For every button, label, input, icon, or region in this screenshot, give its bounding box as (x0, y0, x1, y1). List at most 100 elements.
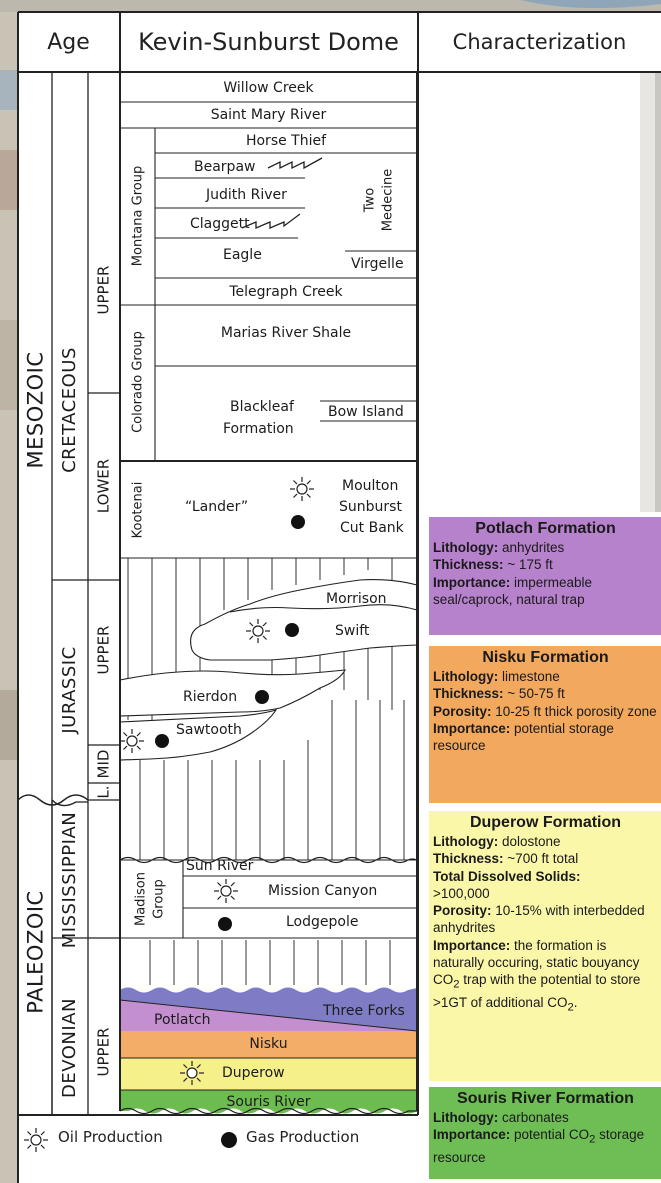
rierdon-lens (119, 669, 346, 717)
characterization-column-header: Characterization (452, 30, 627, 54)
duperow-band (120, 1058, 417, 1090)
legend-oil-label: Oil Production (58, 1128, 163, 1146)
potlach-importance-value: impermeable seal/caprock, natural trap (433, 574, 593, 607)
duperow-porosity-label: Porosity: (433, 903, 492, 919)
filled-circle-gas-icon (221, 1132, 237, 1148)
duperow-importance-value-c: . (573, 995, 578, 1011)
unit-nisku: Nisku (249, 1036, 288, 1052)
duperow-lithology-label: Lithology: (433, 834, 499, 849)
duperow-formation-card: Duperow Formation Lithology: dolostone T… (429, 811, 661, 1081)
potlach-formation-card: Potlach Formation Lithology: anhydrites … (429, 517, 661, 635)
unit-souris-river: Souris River (226, 1094, 311, 1110)
unit-moulton: Moulton (342, 478, 399, 494)
period-jurassic: JURASSIC (59, 646, 80, 734)
unit-cut-bank: Cut Bank (340, 520, 404, 536)
nisku-formation-card: Nisku Formation Lithology: limestone Thi… (429, 646, 661, 803)
epoch-lower-jurassic: L. (94, 785, 113, 799)
unit-rierdon: Rierdon (183, 689, 238, 705)
nisku-thickness-value: ~ 50-75 ft (507, 686, 565, 702)
group-madison-line1: Madison (133, 871, 149, 927)
two-medicine-line1: Two (362, 187, 378, 213)
duperow-importance-value-a: the formation is naturally occuring, sta… (433, 937, 640, 988)
two-medicine-line2: Medecine (380, 168, 396, 232)
group-kootenai: Kootenai (130, 481, 146, 539)
epoch-upper-cretaceous: UPPER (94, 265, 113, 315)
unit-saint-mary-river: Saint Mary River (210, 107, 327, 123)
sun-oil-icon (24, 1128, 48, 1152)
duperow-importance-subscript: 2 (453, 979, 460, 992)
nisku-lithology-label: Lithology: (433, 669, 499, 684)
nisku-thickness-label: Thickness: (433, 686, 504, 702)
sawtooth-lens (119, 709, 278, 761)
period-cretaceous: CRETACEOUS (59, 347, 80, 473)
souris-card-title: Souris River Formation (457, 1090, 634, 1107)
oil-symbol-sawtooth (120, 729, 144, 753)
potlach-thickness-label: Thickness: (433, 557, 504, 573)
duperow-tds-label: Total Dissolved Solids: (433, 868, 581, 884)
period-devonian: DEVONIAN (59, 998, 80, 1098)
gas-symbol-sawtooth (155, 734, 169, 748)
unit-judith-river: Judith River (206, 187, 287, 203)
unit-horse-thief: Horse Thief (245, 133, 327, 149)
nisku-porosity-label: Porosity: (433, 703, 492, 719)
duperow-thickness-value: ~700 ft total (507, 851, 579, 867)
unit-blackleaf-line1: Blackleaf (230, 399, 294, 415)
nisku-importance-value: potential storage resource (433, 720, 614, 754)
unit-bearpaw: Bearpaw (194, 159, 256, 175)
potlach-lithology-label: Lithology: (433, 540, 499, 555)
duperow-importance-subscript-2: 2 (567, 1002, 574, 1015)
unit-morrison: Morrison (326, 591, 387, 607)
souris-lithology-value: carbonates (502, 1110, 569, 1125)
legend-gas-label: Gas Production (246, 1128, 360, 1146)
unit-three-forks: Three Forks (323, 1003, 405, 1019)
duperow-card-title: Duperow Formation (469, 814, 622, 831)
duperow-tds-value: >100,000 (433, 885, 490, 901)
gas-symbol-rierdon (255, 690, 269, 704)
oil-symbol-mission-canyon (214, 879, 238, 903)
gas-symbol-lander (291, 515, 305, 529)
duperow-importance-label: Importance: (433, 937, 511, 953)
epoch-upper-devonian: UPPER (94, 1027, 113, 1077)
souris-importance-label: Importance: (433, 1127, 511, 1143)
unit-lander: “Lander” (185, 499, 249, 515)
potlach-lithology-value: anhydrites (502, 540, 565, 555)
unit-marias-river-shale: Marias River Shale (220, 325, 352, 341)
unit-sawtooth: Sawtooth (176, 722, 242, 738)
unit-duperow: Duperow (222, 1065, 285, 1081)
duperow-thickness-label: Thickness: (433, 851, 504, 867)
epoch-mid-jurassic: MID (94, 749, 113, 779)
souris-importance-subscript: 2 (589, 1133, 596, 1146)
oil-symbol-lander (290, 477, 314, 501)
unit-sunburst: Sunburst (339, 499, 402, 515)
three-forks-band (120, 987, 417, 1031)
unit-willow-creek: Willow Creek (223, 80, 314, 96)
epoch-upper-jurassic: UPPER (94, 625, 113, 675)
period-mississippian: MISSISSIPPIAN (59, 811, 80, 949)
unit-telegraph-creek: Telegraph Creek (229, 284, 343, 300)
era-mesozoic: MESOZOIC (23, 351, 48, 469)
souris-importance-value-a: potential CO (514, 1127, 590, 1143)
group-montana: Montana Group (130, 165, 146, 267)
nisku-band (120, 1031, 417, 1058)
oil-symbol-swift (246, 619, 270, 643)
unit-virgelle: Virgelle (351, 256, 404, 272)
potlach-importance-label: Importance: (433, 574, 511, 590)
formation-column-header: Kevin-Sunburst Dome (138, 28, 399, 56)
souris-importance-value-b: storage resource (433, 1127, 645, 1166)
unit-sun-river: Sun River (186, 858, 254, 874)
claggett-zigzag (241, 213, 301, 229)
nisku-porosity-value: 10-25 ft thick porosity zone (495, 703, 657, 719)
group-madison-line2: Group (151, 879, 167, 919)
unit-potlatch: Potlatch (154, 1012, 211, 1028)
potlach-card-title: Potlach Formation (475, 520, 616, 537)
oil-symbol-duperow (180, 1061, 204, 1085)
souris-river-formation-card: Souris River Formation Lithology: carbon… (429, 1087, 661, 1179)
nisku-lithology-value: limestone (502, 669, 560, 684)
era-paleozoic: PALEOZOIC (23, 890, 48, 1014)
gas-symbol-lodgepole (218, 917, 232, 931)
souris-river-band (120, 1090, 417, 1114)
unit-swift: Swift (335, 623, 370, 639)
group-colorado: Colorado Group (130, 331, 146, 433)
